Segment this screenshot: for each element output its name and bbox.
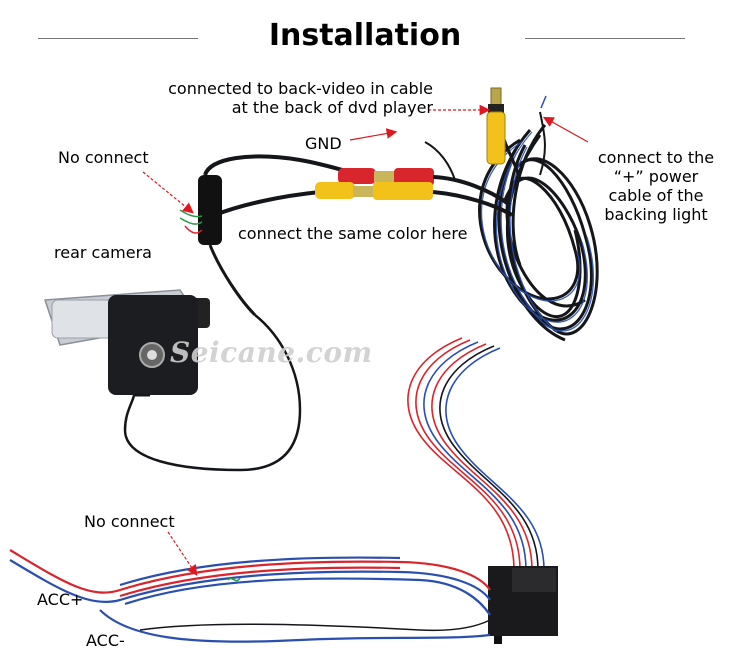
camera-connector — [198, 175, 222, 245]
label-same-color: connect the same color here — [238, 224, 468, 243]
rca-plug-top — [486, 87, 506, 165]
label-power-line4: backing light — [604, 205, 708, 224]
label-acc-plus: ACC+ — [37, 590, 84, 609]
power-box — [488, 566, 558, 644]
label-gnd: GND — [305, 134, 342, 153]
label-power-line2: “+” power — [613, 167, 699, 186]
callout-arrows — [142, 104, 589, 576]
label-acc-minus: ACC- — [86, 631, 125, 650]
page-title: Installation — [268, 18, 462, 53]
label-no-connect-top: No connect — [58, 148, 149, 167]
label-power-line1: connect to the — [597, 148, 715, 167]
label-power-line3: cable of the — [608, 186, 704, 205]
rear-camera — [43, 289, 210, 397]
rca-plug-yellow — [315, 182, 433, 200]
label-power: connect to the “+” power cable of the ba… — [578, 148, 730, 224]
label-rear-camera: rear camera — [54, 243, 152, 262]
title-rule-left — [38, 38, 198, 39]
title-rule-right — [525, 38, 685, 39]
label-back-video: connected to back-video in cable at the … — [110, 79, 433, 117]
rca-plug-red — [338, 168, 434, 186]
label-back-video-line1: connected to back-video in cable — [168, 79, 433, 98]
label-no-connect-bottom: No connect — [84, 512, 175, 531]
watermark: Seicane.com — [170, 336, 373, 369]
bottom-harness — [9, 549, 491, 643]
label-back-video-line2: at the back of dvd player — [231, 98, 433, 117]
lower-wires — [407, 337, 545, 571]
